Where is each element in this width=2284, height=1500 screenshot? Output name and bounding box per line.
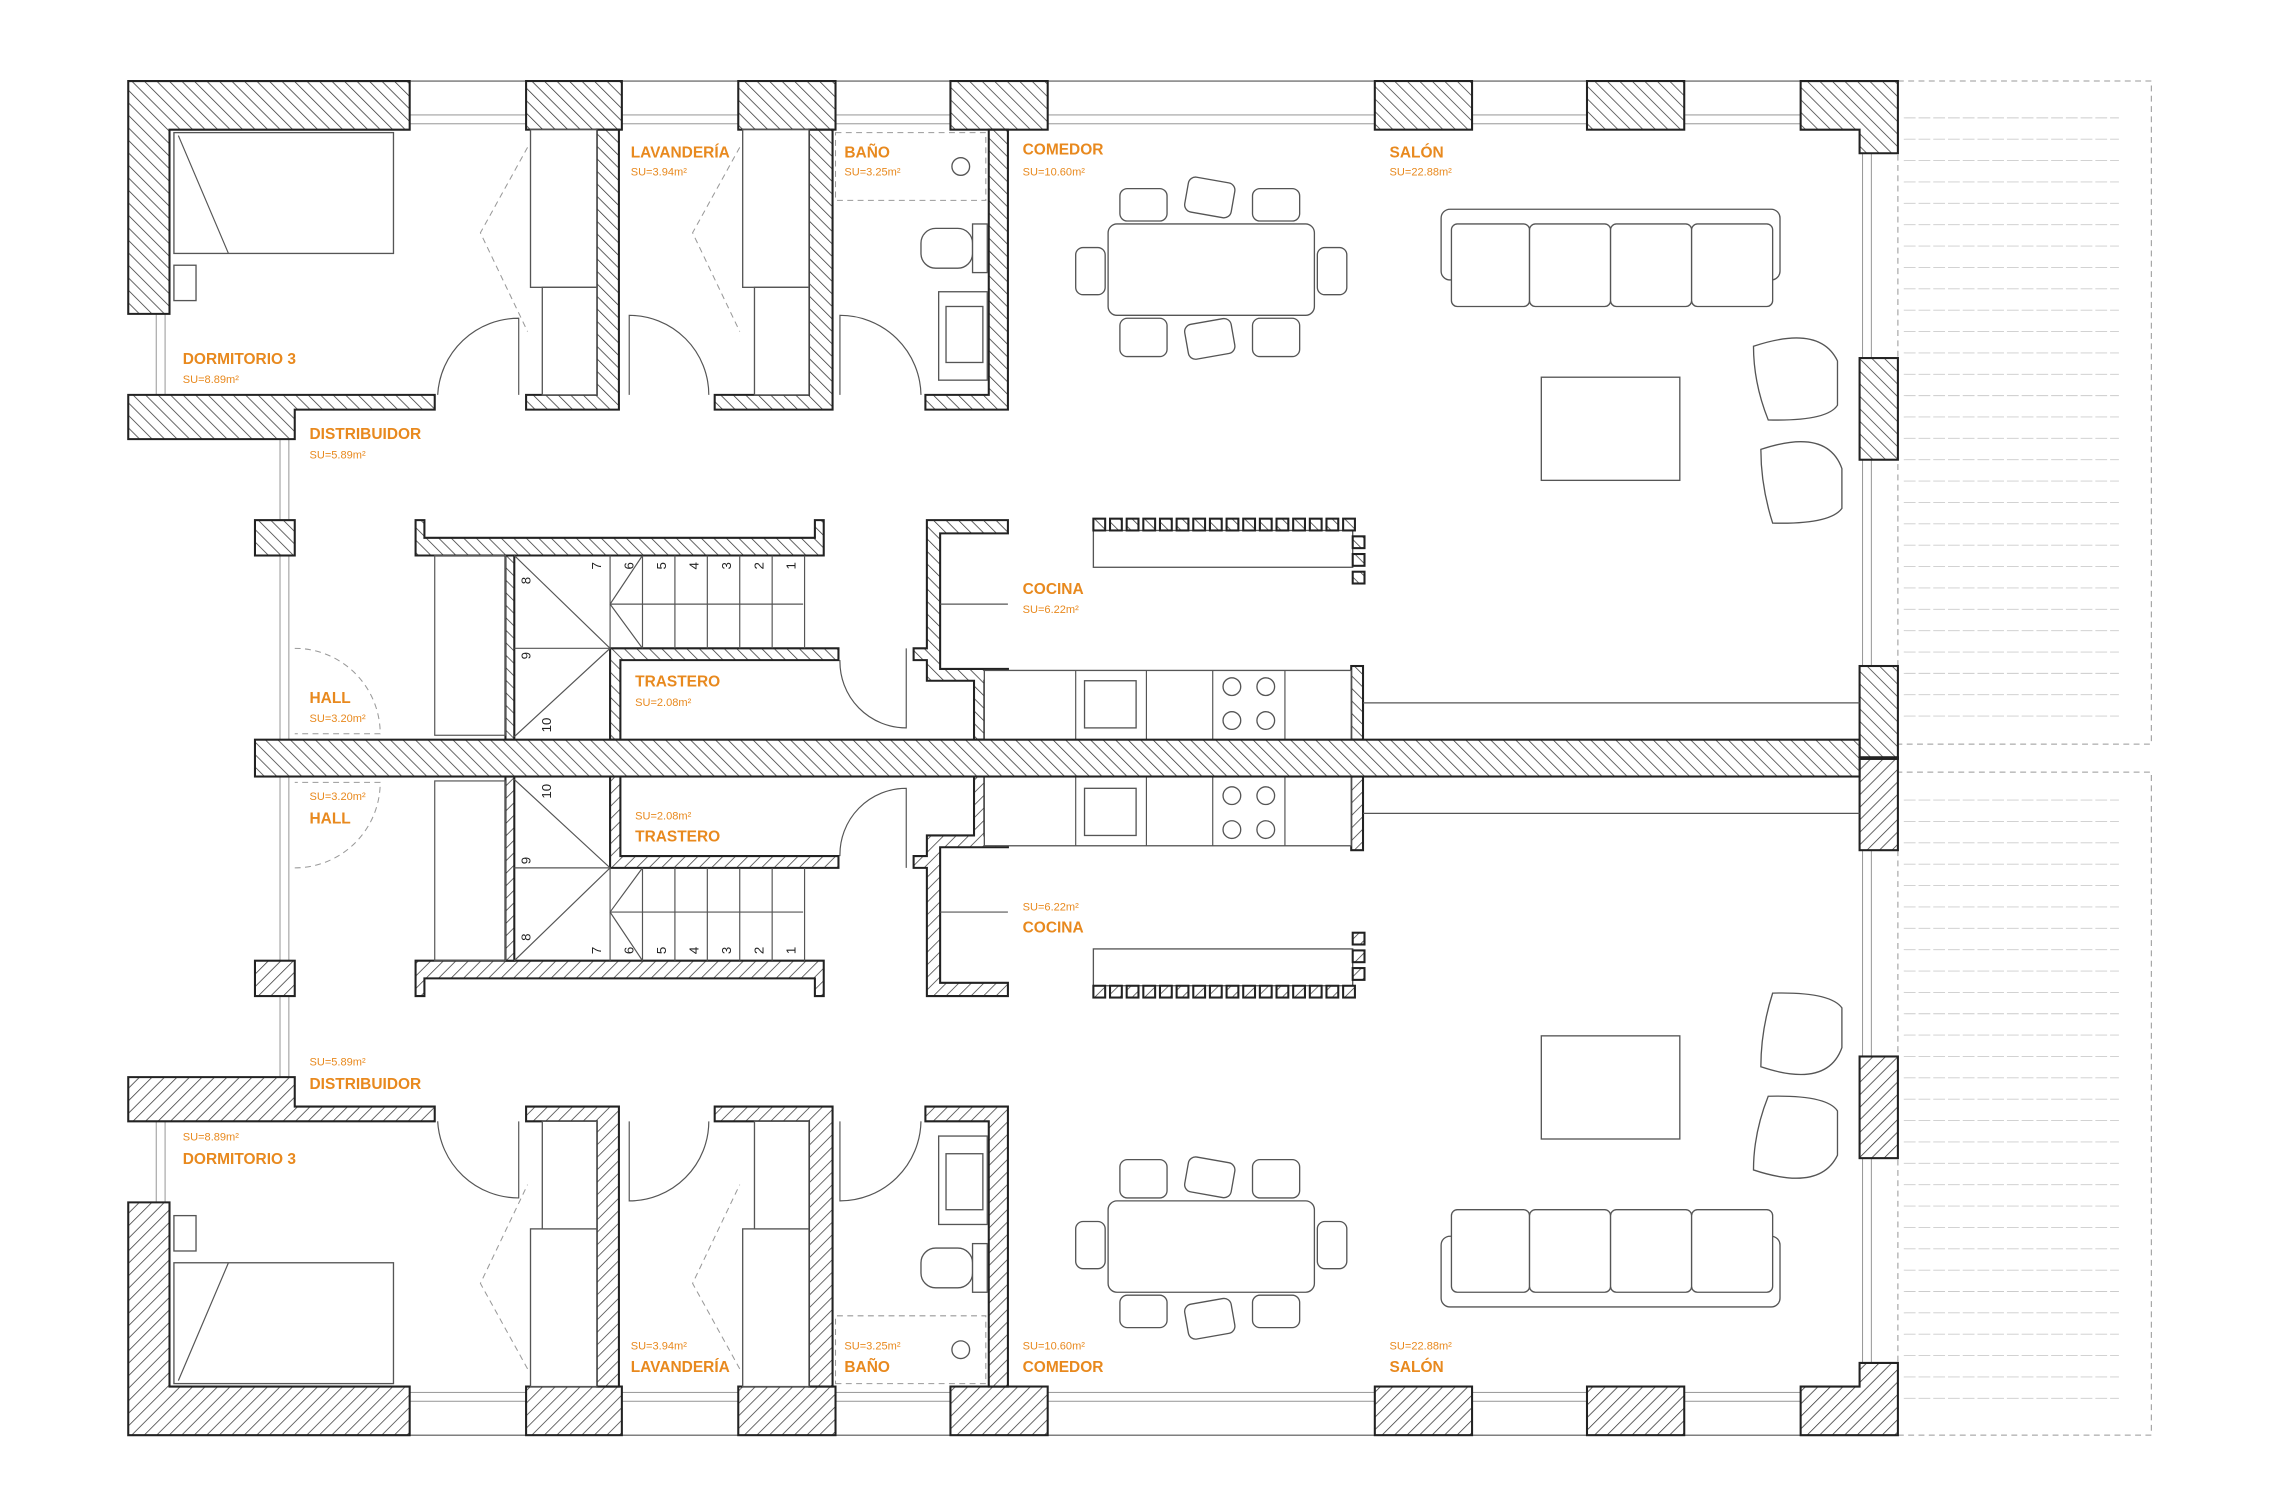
room-name: BAÑO xyxy=(844,144,890,162)
room-name: COCINA xyxy=(1023,581,1084,598)
room-name: COCINA xyxy=(1023,920,1084,937)
room-name: HALL xyxy=(309,690,350,707)
stair-step-number: 6 xyxy=(622,562,637,569)
room-area: SU=3.94m² xyxy=(631,1341,687,1353)
stair-step-number: 3 xyxy=(719,562,734,569)
stair-step-number: 4 xyxy=(686,562,701,569)
room-area: SU=3.20m² xyxy=(309,791,365,803)
room-area: SU=10.60m² xyxy=(1023,166,1086,178)
room-name: COMEDOR xyxy=(1023,142,1104,159)
room-area: SU=8.89m² xyxy=(183,1131,239,1143)
room-name: LAVANDERÍA xyxy=(631,1359,730,1376)
room-area: SU=3.94m² xyxy=(631,166,687,178)
room-name: SALÓN xyxy=(1390,144,1444,162)
stair-step-number: 1 xyxy=(784,947,799,954)
stair-step-number: 9 xyxy=(519,652,534,659)
wall xyxy=(1858,756,1899,760)
room-area: SU=3.25m² xyxy=(844,166,900,178)
room-area: SU=6.22m² xyxy=(1023,604,1079,616)
room-area: SU=22.88m² xyxy=(1390,166,1453,178)
stair-step-number: 3 xyxy=(719,947,734,954)
stair-step-number: 1 xyxy=(784,562,799,569)
room-area: SU=3.25m² xyxy=(844,1341,900,1353)
room-name: LAVANDERÍA xyxy=(631,145,730,162)
room-area: SU=8.89m² xyxy=(183,374,239,386)
room-labels-bottom: SU=8.89m² DORMITORIO 3 SU=5.89m² DISTRIB… xyxy=(183,791,1452,1376)
room-name: COMEDOR xyxy=(1023,1359,1104,1376)
room-name: DORMITORIO 3 xyxy=(183,1151,297,1168)
room-area: SU=6.22m² xyxy=(1023,902,1079,914)
room-area: SU=22.88m² xyxy=(1390,1341,1453,1353)
stair-step-number: 6 xyxy=(622,947,637,954)
stair-step-number: 2 xyxy=(751,562,766,569)
room-area: SU=5.89m² xyxy=(309,1056,365,1068)
stair-step-number: 7 xyxy=(589,947,604,954)
room-area: SU=2.08m² xyxy=(635,810,691,822)
room-area: SU=3.20m² xyxy=(309,713,365,725)
room-name: TRASTERO xyxy=(635,674,720,691)
room-name: SALÓN xyxy=(1390,1358,1444,1376)
stair-step-number: 8 xyxy=(519,933,534,940)
room-labels-top: DORMITORIO 3 SU=8.89m² DISTRIBUIDOR SU=5… xyxy=(183,142,1452,725)
stair-step-number: 10 xyxy=(539,784,554,799)
stair-step-number: 8 xyxy=(519,577,534,584)
stair-step-number: 9 xyxy=(519,857,534,864)
room-name: DISTRIBUIDOR xyxy=(309,1076,421,1093)
stair-step-number: 2 xyxy=(751,947,766,954)
room-name: DORMITORIO 3 xyxy=(183,351,297,368)
room-area: SU=10.60m² xyxy=(1023,1341,1086,1353)
stair-step-number: 5 xyxy=(654,562,669,569)
stair-step-number: 4 xyxy=(686,947,701,954)
stair-step-numbers: 1 1 2 2 3 3 4 4 5 5 6 6 7 7 8 9 10 8 9 10 xyxy=(519,562,799,954)
room-name: BAÑO xyxy=(844,1358,890,1376)
stair-step-number: 5 xyxy=(654,947,669,954)
room-name: TRASTERO xyxy=(635,828,720,845)
stair-step-number: 10 xyxy=(539,718,554,733)
room-name: HALL xyxy=(309,811,350,828)
party-wall xyxy=(253,738,1861,778)
room-area: SU=2.08m² xyxy=(635,697,691,709)
room-area: SU=5.89m² xyxy=(309,449,365,461)
room-name: DISTRIBUIDOR xyxy=(309,426,421,443)
stair-step-number: 7 xyxy=(589,562,604,569)
